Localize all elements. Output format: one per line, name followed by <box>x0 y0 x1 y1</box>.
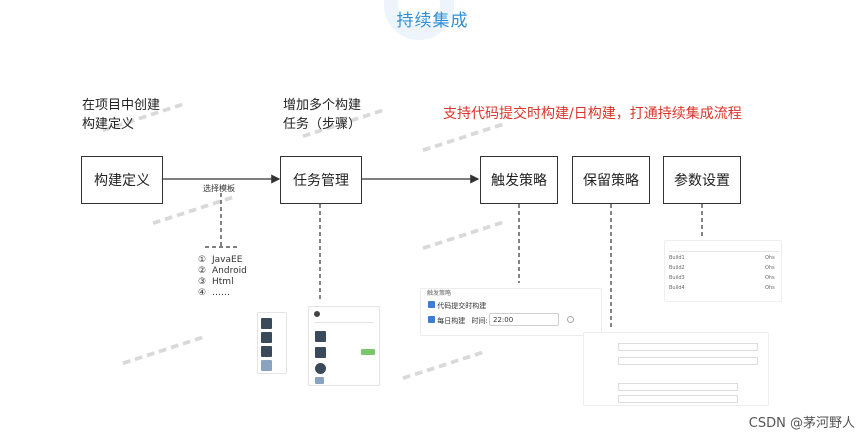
retention-field[interactable] <box>618 343 758 351</box>
task-icon <box>261 332 272 343</box>
template-item: ④…… <box>198 288 230 298</box>
param-row-value: Ohs <box>765 275 775 281</box>
footer-credit: CSDN @茅河野人 <box>748 416 855 431</box>
note-create-definition: 在项目中创建 构建定义 <box>82 98 161 132</box>
divider <box>314 322 374 323</box>
status-badge <box>361 349 375 355</box>
task-icon <box>315 363 326 374</box>
node-task-management: 任务管理 <box>280 156 362 204</box>
retention-field[interactable] <box>618 395 738 403</box>
node-parameter-settings: 参数设置 <box>663 156 741 204</box>
param-row-name: Build4 <box>669 285 685 291</box>
note-trigger-support: 支持代码提交时构建/日构建，打通持续集成流程 <box>443 106 742 122</box>
checkbox-checked-icon <box>428 301 435 308</box>
gear-icon <box>314 311 320 317</box>
task-icon <box>261 346 272 357</box>
node-trigger-strategy: 触发策略 <box>480 156 558 204</box>
template-label: 选择模板 <box>203 184 235 193</box>
task-list-thumbnail <box>257 312 287 374</box>
param-row-name: Build3 <box>669 275 685 281</box>
param-row-value: Ohs <box>765 255 775 261</box>
task-icon <box>315 377 324 384</box>
daily-build-option[interactable]: 每日构建 时间: <box>428 316 488 326</box>
param-row-value: Ohs <box>765 285 775 291</box>
task-icon <box>261 318 272 329</box>
retention-field[interactable] <box>618 383 738 391</box>
trigger-settings-panel: 触发策略 代码提交时构建 每日构建 时间: 22:00 <box>420 288 602 336</box>
retention-field[interactable] <box>618 357 758 365</box>
task-config-thumbnail <box>308 306 380 386</box>
task-icon <box>315 331 326 342</box>
radio-icon[interactable] <box>567 316 574 323</box>
note-add-tasks: 增加多个构建 任务（步骤） <box>283 98 362 132</box>
divider <box>669 251 779 252</box>
page-title: 持续集成 <box>396 11 469 31</box>
commit-build-option[interactable]: 代码提交时构建 <box>428 301 486 311</box>
daily-build-time-input[interactable]: 22:00 <box>489 313 559 326</box>
parameter-table-thumbnail: Build1 Build2 Build3 Build4 Ohs Ohs Ohs … <box>664 240 782 302</box>
trigger-panel-title: 触发策略 <box>427 290 452 297</box>
checkbox-checked-icon <box>428 316 435 323</box>
task-icon <box>261 360 272 371</box>
task-icon <box>315 347 326 358</box>
param-row-name: Build1 <box>669 255 685 261</box>
node-retention-strategy: 保留策略 <box>572 156 650 204</box>
param-row-value: Ohs <box>765 265 775 271</box>
retention-settings-thumbnail <box>583 332 769 406</box>
node-build-definition: 构建定义 <box>81 156 163 204</box>
param-row-name: Build2 <box>669 265 685 271</box>
